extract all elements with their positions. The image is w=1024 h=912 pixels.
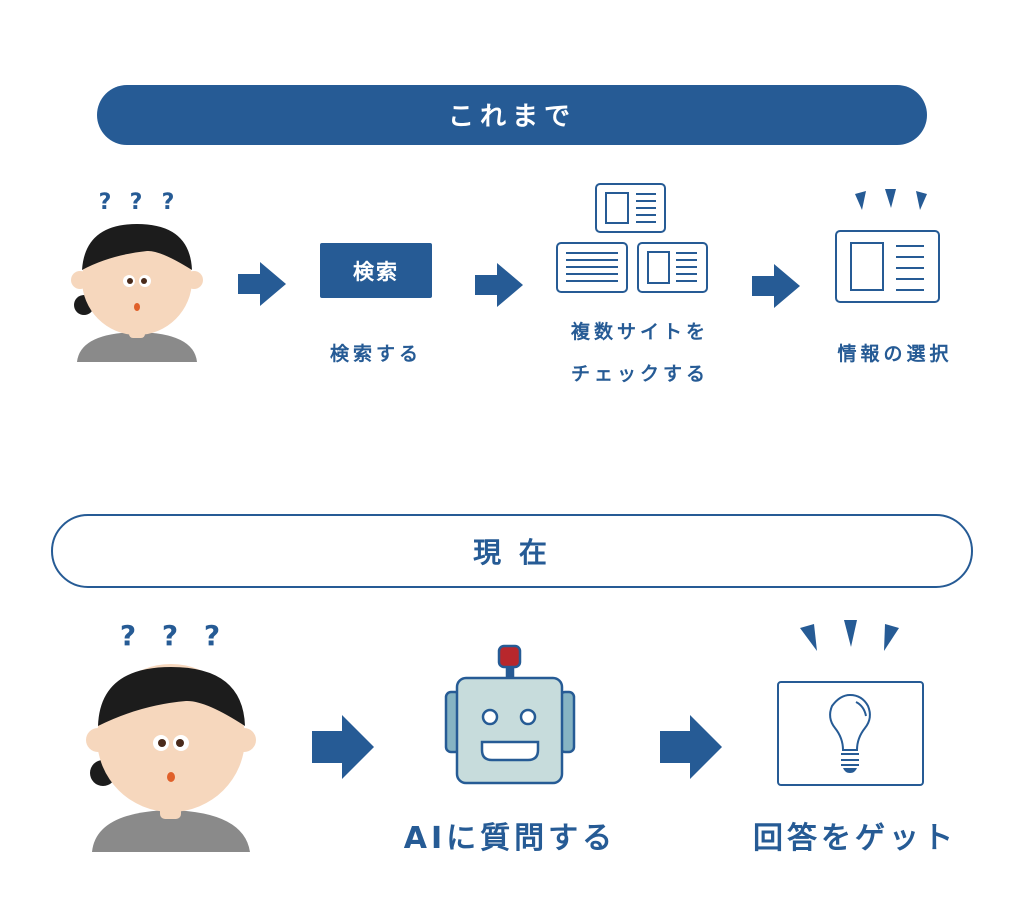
question-mark: ? bbox=[204, 619, 224, 652]
selected-page-icon bbox=[835, 189, 940, 303]
arrow-icon bbox=[238, 262, 286, 306]
question-mark: ? bbox=[162, 190, 179, 215]
before-title: これまで bbox=[448, 102, 576, 132]
search-box-label: 検索 bbox=[353, 260, 399, 284]
step-check-label-1: 複数サイトを bbox=[570, 320, 709, 343]
arrow-icon bbox=[475, 263, 523, 307]
step-select-label: 情報の選択 bbox=[837, 342, 952, 365]
lightbulb-answer-icon bbox=[777, 620, 924, 786]
step-check-label-2: チェックする bbox=[571, 363, 709, 385]
multiple-pages-icon bbox=[556, 183, 708, 293]
arrow-icon bbox=[312, 715, 374, 779]
question-mark: ? bbox=[162, 619, 182, 652]
arrow-icon bbox=[752, 264, 800, 308]
person-before: ? ? ? bbox=[71, 190, 203, 362]
question-mark: ? bbox=[99, 190, 116, 215]
step-ask-ai-label: AIに質問する bbox=[404, 821, 616, 856]
person-now: ? ? ? bbox=[86, 619, 256, 852]
search-box: 検索 bbox=[320, 243, 432, 298]
question-mark: ? bbox=[130, 190, 147, 215]
robot-icon bbox=[444, 644, 576, 785]
step-get-answer-label: 回答をゲット bbox=[753, 821, 957, 856]
arrow-icon bbox=[660, 715, 722, 779]
now-banner: 現 在 bbox=[51, 514, 973, 588]
now-title: 現 在 bbox=[473, 536, 551, 569]
question-mark: ? bbox=[120, 619, 140, 652]
step-search-label: 検索する bbox=[330, 342, 422, 365]
before-banner: これまで bbox=[97, 85, 927, 145]
